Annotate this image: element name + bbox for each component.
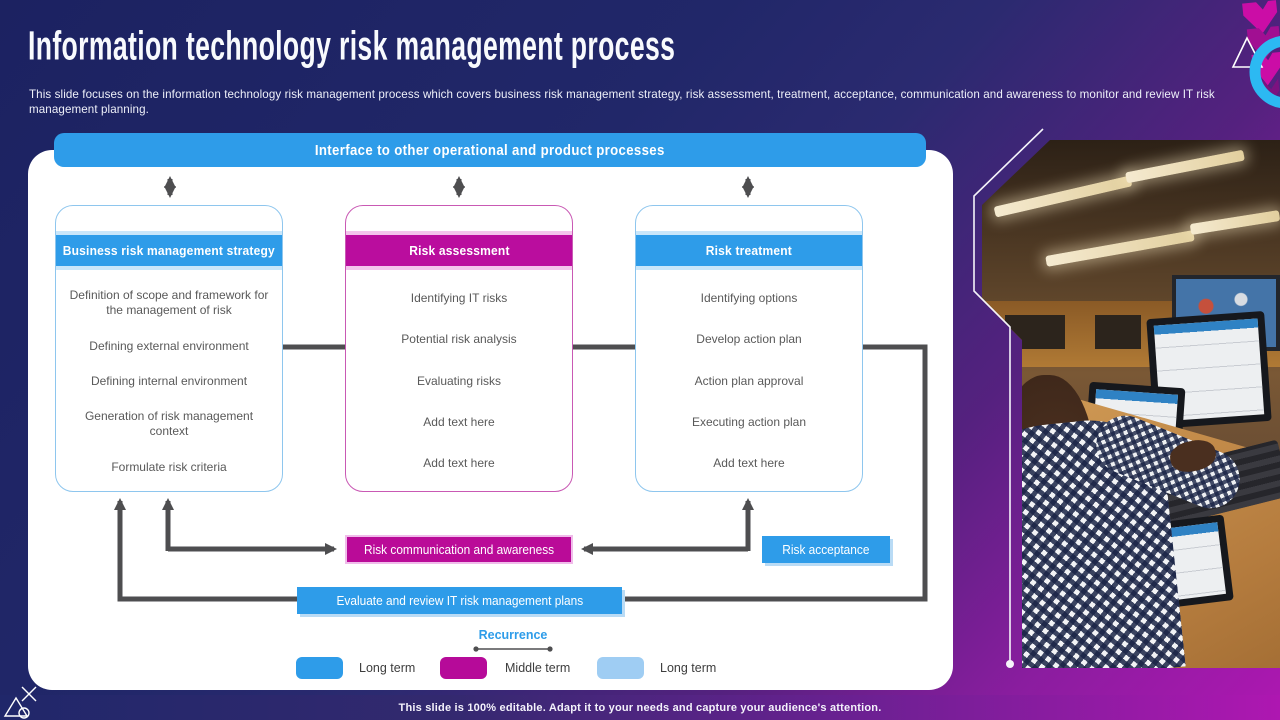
ring-icon: [1249, 36, 1280, 108]
list-item: Formulate risk criteria: [111, 459, 227, 474]
card-risk-treatment: Risk treatment Identifying options Devel…: [635, 205, 863, 492]
legend-label: Middle term: [505, 661, 571, 675]
slide-subtitle: This slide focuses on the information te…: [29, 88, 1215, 117]
list-item: Add text here: [423, 415, 495, 430]
card-header: Risk assessment: [346, 235, 572, 266]
list-item: Definition of scope and framework for th…: [69, 287, 269, 318]
interface-banner: Interface to other operational and produ…: [54, 133, 926, 167]
card-business-risk-strategy: Business risk management strategy Defini…: [55, 205, 283, 492]
footer-note: This slide is 100% editable. Adapt it to…: [398, 701, 882, 714]
legend-label: Long term: [660, 661, 717, 675]
photo-window: [1005, 315, 1065, 349]
list-item: Identifying options: [700, 290, 798, 305]
photo-ceiling-light: [1125, 149, 1245, 184]
list-item: Evaluating risks: [416, 373, 502, 388]
card-header: Risk treatment: [636, 235, 862, 266]
recurrence-label: Recurrence: [478, 628, 548, 642]
page-title: Information technology risk management p…: [28, 24, 676, 70]
legend-swatch-middle-term: [440, 657, 487, 679]
risk-communication-box: Risk communication and awareness: [345, 535, 573, 564]
footer-bar: This slide is 100% editable. Adapt it to…: [0, 695, 1280, 720]
list-item: Defining internal environment: [90, 373, 248, 388]
photo-ceiling-light: [1045, 230, 1195, 267]
list-item: Defining external environment: [89, 338, 249, 353]
list-item: Generation of risk management context: [84, 408, 254, 439]
office-photo: [982, 140, 1280, 668]
risk-acceptance-box: Risk acceptance: [762, 536, 890, 563]
list-item: Add text here: [423, 456, 495, 471]
list-item: Identifying IT risks: [410, 290, 508, 305]
evaluate-review-box: Evaluate and review IT risk management p…: [297, 587, 622, 614]
card-header: Business risk management strategy: [56, 235, 282, 266]
triangle-outline-icon: [1231, 36, 1264, 68]
photo-ceiling-light: [1189, 210, 1280, 235]
interface-banner-label: Interface to other operational and produ…: [315, 141, 665, 159]
legend-label: Long term: [359, 661, 416, 675]
photo-window: [1095, 315, 1141, 349]
chevron-arrows-icon: [1242, 0, 1280, 102]
card-risk-assessment: Risk assessment Identifying IT risks Pot…: [345, 205, 573, 492]
list-item: Action plan approval: [694, 373, 804, 388]
list-item: Executing action plan: [691, 415, 807, 430]
photo-ceiling-light: [993, 175, 1133, 218]
list-item: Add text here: [713, 456, 785, 471]
list-item: Potential risk analysis: [401, 332, 517, 347]
legend-swatch-long-term: [296, 657, 343, 679]
list-item: Develop action plan: [696, 332, 802, 347]
legend-swatch-long-term-light: [597, 657, 644, 679]
